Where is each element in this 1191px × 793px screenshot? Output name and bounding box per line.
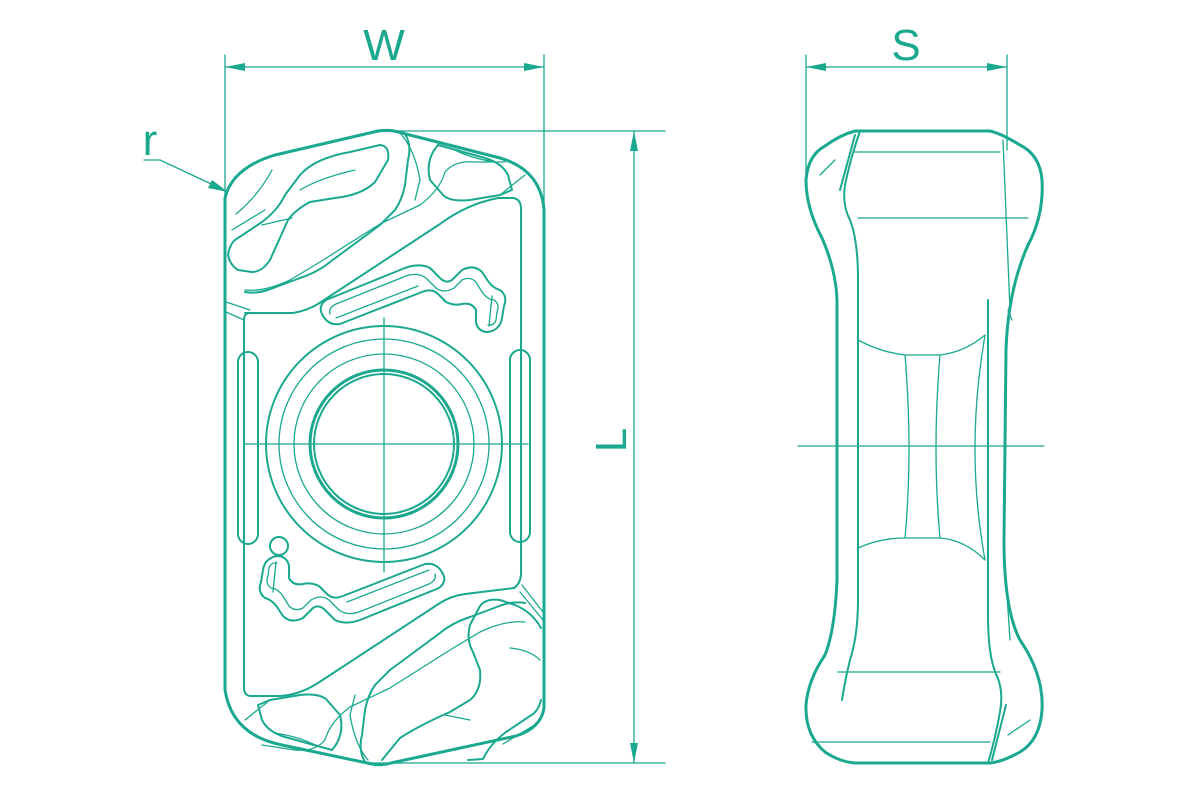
top-cutting-facets — [231, 132, 526, 291]
radius-leader-arrow — [208, 180, 228, 192]
front-center-lines — [243, 317, 529, 573]
thickness-label: S — [891, 21, 920, 70]
length-extension-lines — [371, 130, 666, 764]
chamfer-lines — [225, 301, 544, 621]
thickness-arrow-right — [987, 63, 1007, 71]
side-inner-left — [839, 130, 861, 701]
chip-breaker-top-slot — [335, 285, 493, 327]
chip-breaker-bottom-slot — [272, 561, 430, 603]
radius-leader-line — [143, 159, 225, 191]
chip-breaker-bottom-inner — [266, 562, 437, 615]
length-label: L — [587, 428, 636, 452]
bottom-rake-groove-2 — [257, 693, 343, 751]
left-rib — [237, 351, 259, 545]
inner-face — [243, 197, 522, 697]
width-arrow-left — [225, 63, 245, 71]
side-facet-lines — [811, 139, 1031, 743]
length-arrow-bottom — [630, 743, 638, 763]
length-arrow-top — [630, 131, 638, 151]
thickness-extension-lines — [805, 54, 1008, 181]
dimension-lines — [143, 54, 1008, 764]
width-extension-lines — [224, 54, 545, 211]
bottom-cutting-facets — [244, 621, 541, 761]
front-view — [223, 128, 546, 767]
side-outline — [804, 129, 1044, 765]
side-inner-right — [987, 299, 1007, 764]
chip-breaker-bottom — [258, 555, 446, 624]
width-label: W — [363, 21, 405, 70]
thickness-arrow-left — [806, 63, 826, 71]
bottom-rake-groove — [359, 601, 526, 763]
top-rake-groove-2 — [427, 144, 513, 202]
top-rake-groove — [244, 133, 411, 294]
top-cutting-edge — [227, 144, 390, 273]
radius-label: r — [143, 116, 158, 165]
right-rib — [509, 349, 531, 543]
width-arrow-right — [524, 63, 544, 71]
orientation-dot — [269, 536, 289, 556]
chip-breaker-top — [319, 264, 507, 333]
side-hole-projection — [857, 334, 986, 561]
bottom-cutting-edge — [381, 598, 542, 761]
chip-breaker-top-inner — [328, 273, 499, 326]
side-view — [797, 129, 1045, 765]
